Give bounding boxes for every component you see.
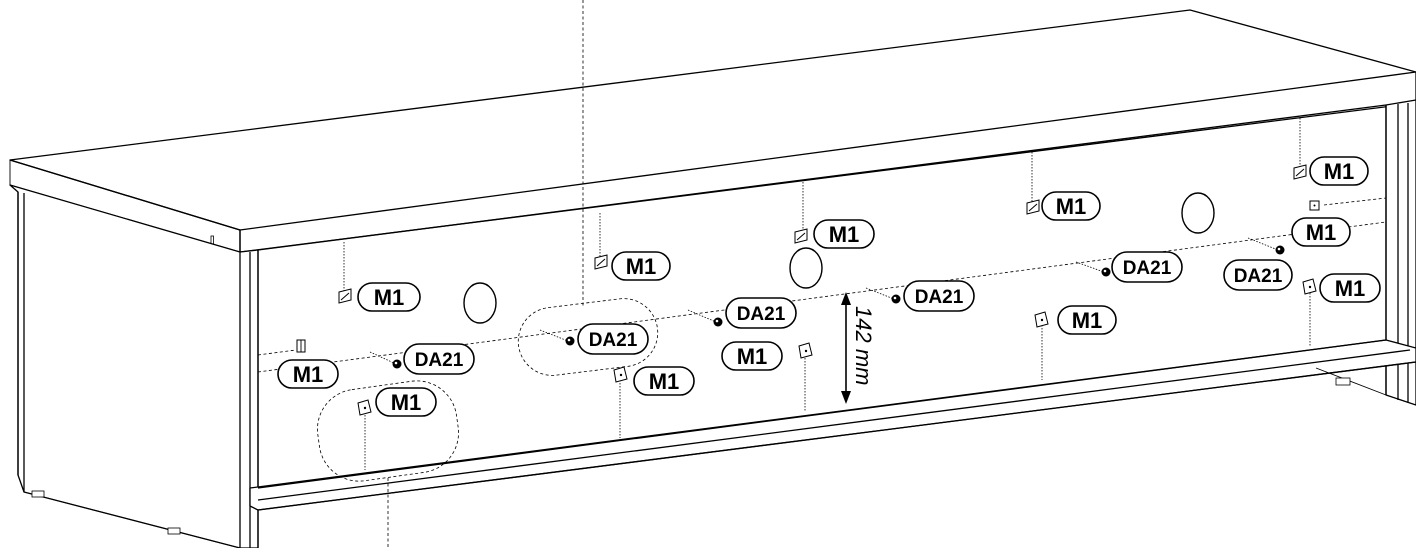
svg-text:M1: M1 bbox=[626, 254, 657, 279]
dowel-pin-icon bbox=[392, 359, 402, 369]
detail-callout bbox=[317, 380, 459, 482]
part-label-da21: DA21 bbox=[577, 323, 649, 355]
da21-labels: DA21 DA21 DA21 DA21 DA21 DA21 bbox=[403, 251, 1293, 375]
part-label-da21: DA21 bbox=[1223, 259, 1293, 291]
svg-text:M1: M1 bbox=[1306, 220, 1337, 245]
top-panel-notch bbox=[210, 235, 214, 245]
part-label-m1: M1 bbox=[375, 387, 437, 417]
brackets bbox=[338, 164, 1317, 416]
corner-bracket-icon bbox=[798, 342, 813, 359]
part-label-da21: DA21 bbox=[403, 343, 475, 375]
part-label-m1: M1 bbox=[1057, 305, 1117, 335]
part-label-m1: M1 bbox=[721, 341, 783, 371]
m1-labels: M1 M1 M1 M1 M1 M1 M1 M1 bbox=[277, 156, 1381, 417]
left-side-panel bbox=[9, 184, 259, 548]
back-panel-top-edge bbox=[257, 104, 1387, 251]
cabinet bbox=[9, 9, 1416, 548]
part-label-m1: M1 bbox=[277, 359, 339, 389]
svg-text:DA21: DA21 bbox=[589, 330, 638, 351]
part-label-m1: M1 bbox=[357, 282, 421, 312]
corner-bracket-icon bbox=[794, 228, 808, 244]
svg-text:M1: M1 bbox=[391, 390, 422, 415]
cable-hole-icon bbox=[789, 247, 823, 289]
part-label-da21: DA21 bbox=[1111, 251, 1183, 283]
detail-callout bbox=[517, 298, 659, 376]
svg-text:M1: M1 bbox=[374, 285, 405, 310]
corner-bracket-icon bbox=[1034, 311, 1049, 328]
left-foot-2 bbox=[167, 527, 181, 535]
svg-text:M1: M1 bbox=[1324, 159, 1355, 184]
svg-text:DA21: DA21 bbox=[737, 304, 786, 325]
svg-text:DA21: DA21 bbox=[1123, 258, 1172, 279]
left-foot bbox=[31, 490, 45, 498]
dowel-pin-icon bbox=[1275, 245, 1285, 255]
part-label-m1: M1 bbox=[1319, 273, 1381, 303]
part-label-m1: M1 bbox=[813, 219, 875, 249]
dowels bbox=[392, 245, 1285, 369]
corner-bracket-icon bbox=[357, 399, 372, 416]
svg-text:M1: M1 bbox=[293, 362, 324, 387]
dowel-pin-icon bbox=[1101, 267, 1111, 277]
svg-text:M1: M1 bbox=[829, 222, 860, 247]
svg-text:M1: M1 bbox=[1072, 308, 1103, 333]
corner-bracket-icon bbox=[613, 366, 628, 383]
part-label-m1: M1 bbox=[611, 251, 671, 281]
dimension-label: 142 mm bbox=[851, 306, 876, 385]
svg-text:M1: M1 bbox=[1335, 276, 1366, 301]
svg-text:M1: M1 bbox=[737, 344, 768, 369]
cable-hole-icon bbox=[463, 282, 497, 324]
cable-hole-icon bbox=[1181, 192, 1215, 234]
svg-text:DA21: DA21 bbox=[1234, 266, 1283, 287]
svg-text:M1: M1 bbox=[1056, 194, 1087, 219]
part-label-da21: DA21 bbox=[725, 297, 797, 329]
part-label-m1: M1 bbox=[1291, 217, 1351, 247]
part-label-m1: M1 bbox=[633, 366, 695, 396]
corner-bracket-icon bbox=[1302, 278, 1317, 295]
dowel-pin-icon bbox=[713, 317, 723, 327]
corner-bracket-icon bbox=[594, 254, 608, 270]
svg-text:DA21: DA21 bbox=[915, 287, 964, 308]
right-foot bbox=[1335, 377, 1351, 386]
corner-bracket-icon bbox=[1026, 199, 1040, 215]
dowel-pin-icon bbox=[565, 336, 575, 346]
corner-bracket-icon bbox=[338, 288, 352, 304]
dowel-pin-icon bbox=[891, 294, 901, 304]
dimension-142: 142 mm bbox=[841, 292, 876, 404]
corner-bracket-icon bbox=[1293, 164, 1307, 180]
part-label-m1: M1 bbox=[1309, 156, 1369, 186]
svg-text:M1: M1 bbox=[649, 369, 680, 394]
part-label-da21: DA21 bbox=[903, 280, 975, 312]
part-label-m1: M1 bbox=[1041, 191, 1101, 221]
svg-text:DA21: DA21 bbox=[415, 350, 464, 371]
